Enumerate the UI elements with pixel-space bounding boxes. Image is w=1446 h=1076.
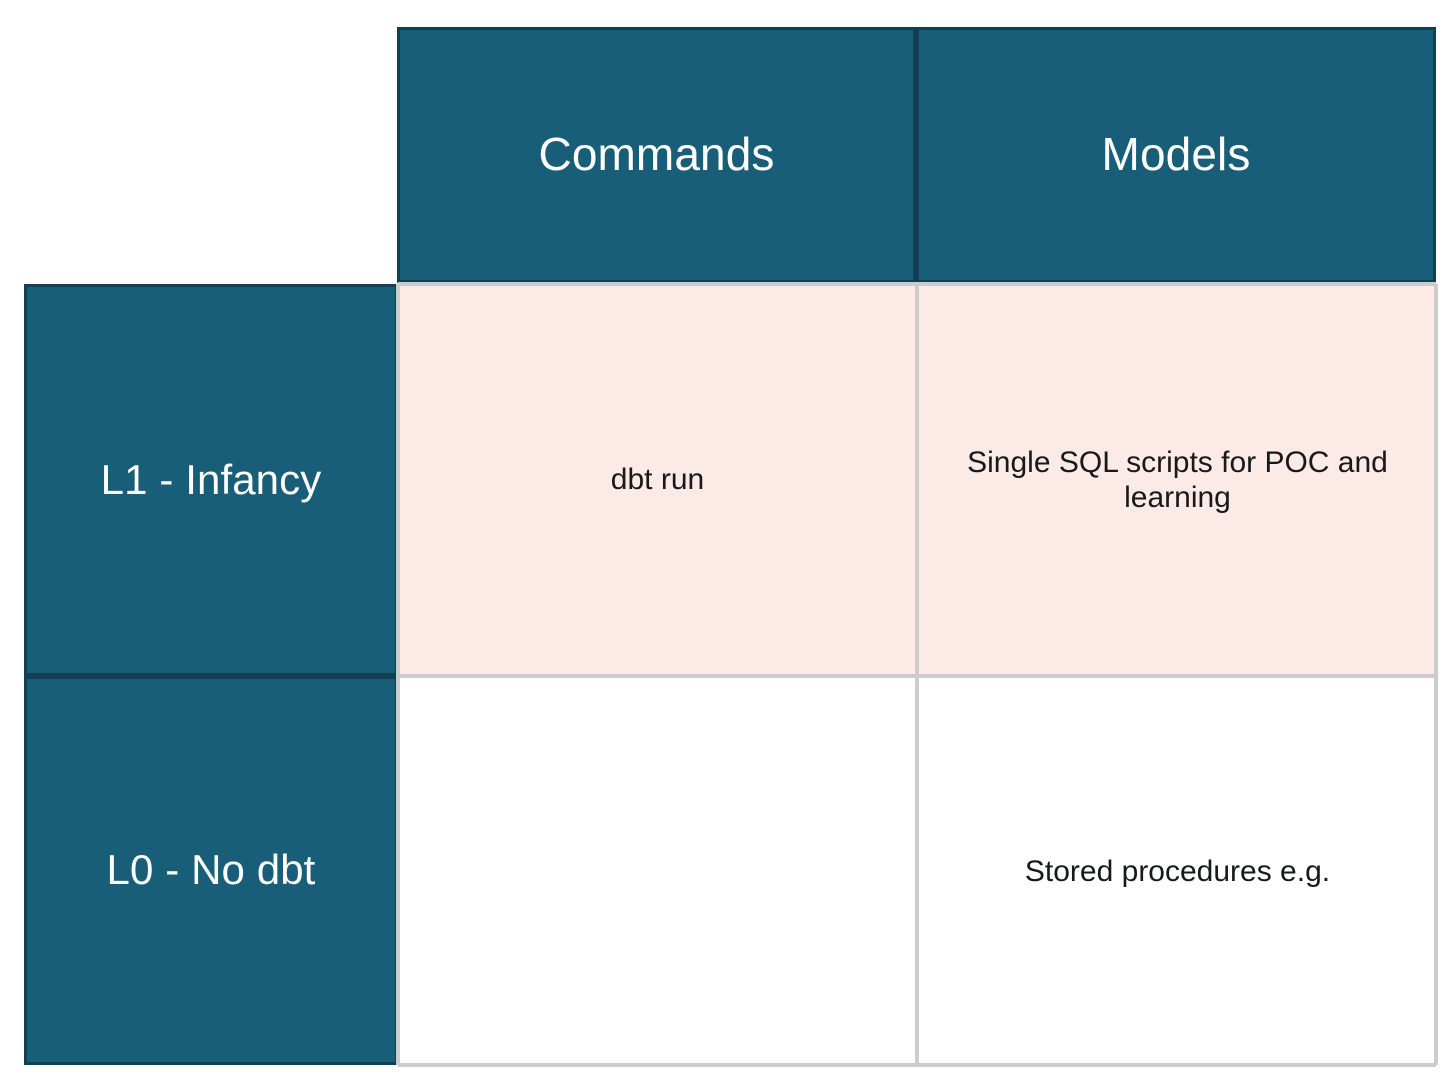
row-header-l0-no-dbt[interactable]: L0 - No dbt [24, 676, 398, 1065]
matrix-corner-cell [24, 27, 398, 283]
cell-l0-models[interactable]: Stored procedures e.g. [919, 680, 1436, 1065]
cell-l0-models-text: Stored procedures e.g. [1024, 855, 1331, 889]
cell-l1-models[interactable]: Single SQL scripts for POC and learning [919, 286, 1436, 675]
cell-l1-models-text: Single SQL scripts for POC and learning [967, 445, 1388, 514]
grid-line-table-bottom [398, 1063, 1436, 1067]
column-header-models-label: Models [1101, 128, 1251, 181]
row-header-l1-infancy-label: L1 - Infancy [100, 455, 322, 503]
cell-l1-commands-text: dbt run [610, 463, 705, 497]
grid-line-body-right-edge [1434, 284, 1438, 1065]
row-header-l1-infancy[interactable]: L1 - Infancy [24, 284, 398, 676]
column-header-models[interactable]: Models [916, 27, 1436, 283]
grid-line-body-left-edge [396, 284, 400, 1065]
column-header-commands-label: Commands [538, 128, 775, 181]
column-header-commands[interactable]: Commands [397, 27, 916, 283]
grid-line-column-separator [915, 284, 919, 1065]
cell-l1-commands[interactable]: dbt run [400, 286, 915, 675]
row-header-l0-no-dbt-label: L0 - No dbt [106, 846, 316, 894]
cell-l0-commands[interactable] [400, 680, 915, 1065]
